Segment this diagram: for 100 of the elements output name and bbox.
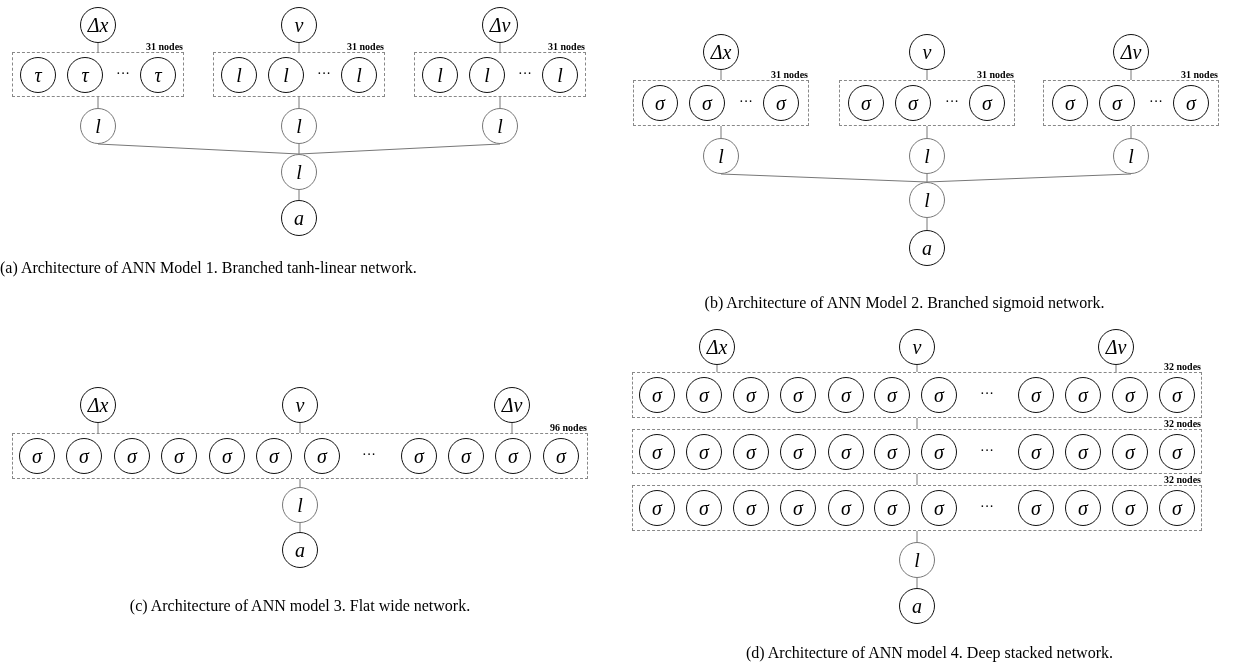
connector-line [926,173,928,183]
input-output-neuron: σ [1065,377,1101,413]
layer-size-label: 32 nodes [1164,361,1201,372]
layer-size-label: 31 nodes [146,41,183,52]
input-output-neuron: v [282,387,318,423]
input-output-neuron: σ [733,490,769,526]
connector-line [720,125,722,139]
input-output-neuron: σ [969,85,1005,121]
input-output-neuron: l [469,56,505,93]
input-output-neuron: σ [1018,490,1054,526]
connector-line [299,422,301,434]
input-output-neuron: l [542,56,578,93]
input-output-neuron: σ [895,85,931,121]
connector-line [926,217,928,231]
connector-line [916,577,918,589]
figure-caption: (a) Architecture of ANN Model 1. Branched tanh-linear network. [0,258,418,277]
connector-line [926,69,928,81]
input-output-neuron: a [282,532,318,568]
input-output-neuron: σ [828,433,864,470]
input-output-neuron: σ [780,433,816,470]
input-output-neuron: σ [114,438,150,474]
ellipsis: ··· [317,66,331,81]
input-output-neuron: σ [1159,377,1195,413]
neuron-circle: l [1113,138,1149,174]
input-output-neuron: σ [642,85,678,121]
input-output-neuron: σ [639,433,675,470]
input-output-neuron: σ [1099,85,1135,121]
figure-caption: (d) Architecture of ANN model 4. Deep stacked network. [745,643,1114,662]
connector-line [916,473,918,486]
connector-line [299,478,301,488]
input-output-neuron: σ [639,490,675,526]
neuron-circle: l [80,108,116,144]
input-output-neuron: Δx [703,34,739,70]
input-output-neuron: σ [921,433,957,470]
input-output-neuron: τ [140,56,176,93]
connector-line [298,189,300,201]
neuron-circle: l [899,542,935,578]
input-output-neuron: σ [1065,433,1101,470]
input-output-neuron: v [909,34,945,70]
input-output-neuron: σ [686,490,722,526]
connector-line [1130,69,1132,81]
connector-line [298,96,300,109]
input-output-neuron: σ [1018,433,1054,470]
input-output-neuron: σ [686,433,722,470]
input-output-neuron: σ [66,438,102,474]
input-output-neuron: v [899,329,935,365]
figure-caption: (b) Architecture of ANN Model 2. Branched sigmoid network. [703,293,1106,312]
connector-line [511,422,513,434]
input-output-neuron: Δx [80,387,116,423]
input-output-neuron: σ [1159,433,1195,470]
input-output-neuron: σ [209,438,245,474]
input-output-neuron: σ [874,377,910,413]
input-output-neuron: σ [828,490,864,526]
input-output-neuron: σ [921,377,957,413]
layer-size-label: 31 nodes [1181,69,1218,80]
input-output-neuron: σ [401,438,437,474]
layer-size-label: 32 nodes [1164,418,1201,429]
input-output-neuron: l [341,56,377,93]
ellipsis: ··· [980,443,994,458]
input-output-neuron: σ [828,377,864,413]
input-output-neuron: σ [161,438,197,474]
input-output-neuron: σ [1173,85,1209,121]
input-output-neuron: σ [848,85,884,121]
connector-line [499,42,501,53]
input-output-neuron: Δv [1098,329,1134,365]
neuron-circle: l [909,182,945,218]
input-output-neuron: σ [1112,377,1148,413]
connector-line [499,96,501,109]
neuron-circle: l [482,108,518,144]
input-output-neuron: a [281,200,317,236]
layer-size-label: 96 nodes [550,422,587,433]
input-output-neuron: σ [1112,433,1148,470]
connector-line [97,42,99,53]
input-output-neuron: σ [495,438,531,474]
input-output-neuron: Δv [482,7,518,43]
connector-line [916,417,918,430]
input-output-neuron: σ [780,490,816,526]
ellipsis: ··· [945,95,959,109]
input-output-neuron: σ [1018,377,1054,413]
connector-line [916,530,918,543]
input-output-neuron: σ [874,490,910,526]
layer-size-label: 31 nodes [771,69,808,80]
input-output-neuron: σ [733,377,769,413]
input-output-neuron: l [422,56,458,93]
input-output-neuron: a [899,588,935,624]
input-output-neuron: σ [686,377,722,413]
input-output-neuron: τ [67,56,103,93]
connector-line [299,522,301,533]
neuron-circle: l [909,138,945,174]
input-output-neuron: Δx [699,329,735,365]
input-output-neuron: l [268,56,304,93]
connector-line [97,422,99,434]
input-output-neuron: σ [689,85,725,121]
input-output-neuron: a [909,230,945,266]
ellipsis: ··· [980,500,994,514]
connector-line [298,42,300,53]
input-output-neuron: σ [780,377,816,413]
layer-size-label: 31 nodes [977,69,1014,80]
input-output-neuron: σ [256,438,292,474]
connector-line [916,364,918,373]
